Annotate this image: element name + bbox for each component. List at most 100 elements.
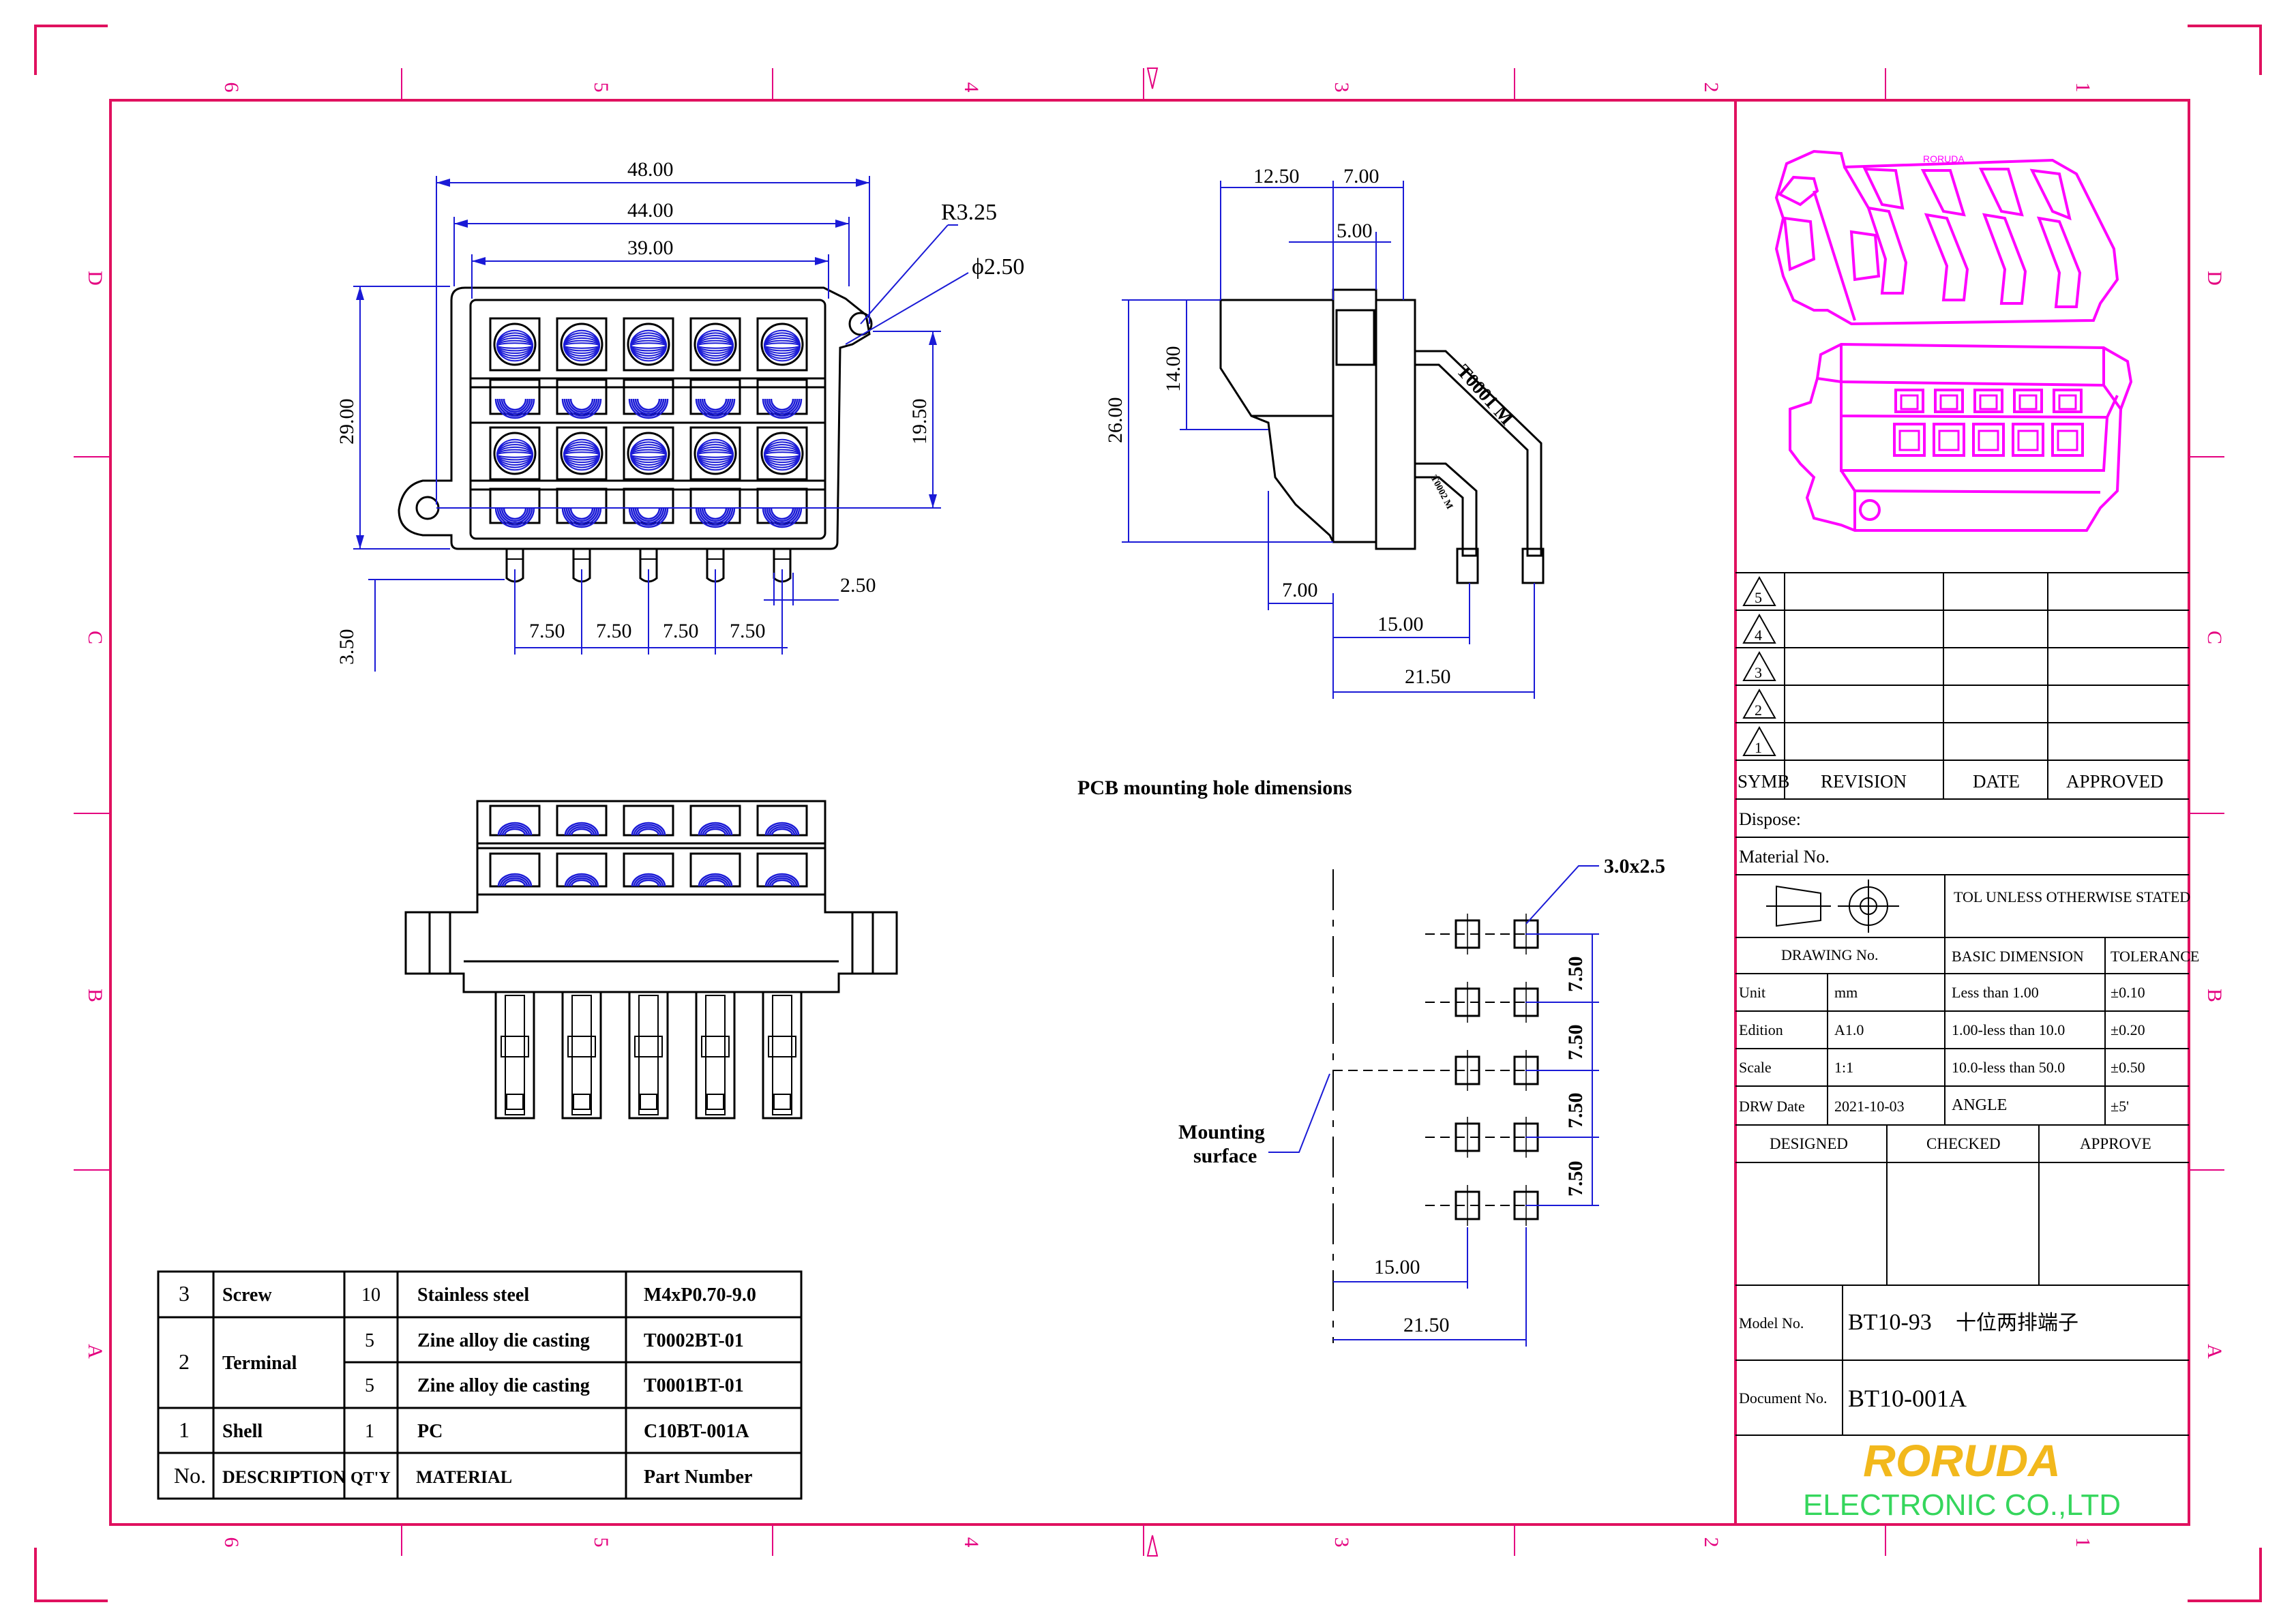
zone-labels: 6 5 4 3 2 1 6 5 4 3 2 1 D C B A D C B A (84, 82, 2226, 1548)
bom-mat-zinc-a: Zine alloy die casting (417, 1330, 590, 1351)
screw-head (489, 378, 541, 419)
dim-1250: 12.50 (1253, 165, 1300, 187)
drw-date-value: 2021-10-03 (1834, 1098, 1905, 1115)
bom-no-1: 1 (179, 1417, 190, 1442)
document-no-value: BT10-001A (1848, 1385, 1967, 1412)
bom-header-part: Part Number (644, 1467, 752, 1488)
zone-letter-left-a: A (84, 1344, 106, 1359)
front-dim-text: 48.00 44.00 39.00 R3.25 ϕ2.50 29.00 19.5… (336, 158, 1024, 665)
basic-dimension-label: BASIC DIMENSION (1952, 948, 2084, 965)
front-screw-cells (489, 317, 808, 528)
zone-letter-left-b: B (84, 989, 106, 1002)
pcb-layout (1268, 865, 1599, 1347)
zone-ticks (74, 68, 2224, 1556)
isometric-view-bottom (1789, 342, 2133, 532)
mounting-label-1: Mounting (1178, 1121, 1265, 1143)
pcb-dim-1500: 15.00 (1374, 1256, 1420, 1278)
zone-num-bot-6: 6 (220, 1537, 243, 1548)
pcb-title: PCB mounting hole dimensions (1077, 777, 1352, 799)
unit-label: Unit (1739, 984, 1765, 1001)
screw-head (756, 487, 808, 528)
rev-symbol-5: 5 (1755, 589, 1762, 606)
pcb-pitch-2: 7.50 (1564, 1025, 1587, 1061)
isometric-view-top: RORUDA (1774, 149, 2119, 326)
rev-symbol-2: 2 (1755, 702, 1762, 719)
bom-desc-terminal: Terminal (222, 1353, 297, 1374)
scale-value: 1:1 (1834, 1059, 1853, 1076)
rev-header-symb: SYMB (1738, 771, 1790, 792)
tol-note: TOL UNLESS OTHERWISE STATED (1954, 888, 2190, 905)
dim-1950: 19.50 (908, 399, 931, 445)
terminal-window (623, 805, 674, 837)
dim-250: 2.50 (840, 574, 876, 597)
mount-hole-left (415, 496, 440, 520)
document-no-label: Document No. (1739, 1390, 1828, 1407)
pcb-hole-size: 3.0x2.5 (1604, 855, 1665, 877)
material-no-label: Material No. (1739, 847, 1830, 867)
zone-num-top-5: 5 (590, 82, 612, 93)
pcb-hole (1455, 1050, 1480, 1091)
tol-range-2: 1.00-less than 10.0 (1952, 1021, 2065, 1038)
pcb-hole (1455, 914, 1480, 955)
pitch-2: 7.50 (596, 620, 632, 642)
tolerance-label: TOLERANCE (2111, 948, 2199, 965)
tol-value-angle: ±5' (2111, 1098, 2129, 1115)
bom-part-shell: C10BT-001A (644, 1421, 749, 1442)
terminal-window (556, 852, 608, 888)
revision-triangles (1742, 575, 1776, 756)
drw-date-label: DRW Date (1739, 1098, 1805, 1115)
dim-1400: 14.00 (1162, 346, 1184, 393)
bom-mat-steel: Stainless steel (417, 1285, 529, 1306)
pitch-1: 7.50 (529, 620, 565, 642)
bottom-screw-cells (489, 805, 808, 888)
edition-label: Edition (1739, 1021, 1783, 1038)
rev-symbol-4: 4 (1755, 627, 1762, 644)
tol-range-angle: ANGLE (1952, 1096, 2007, 1114)
scale-label: Scale (1739, 1059, 1772, 1076)
screw-head (623, 487, 674, 528)
front-view (398, 286, 873, 583)
zone-num-bot-5: 5 (590, 1537, 612, 1548)
mounting-label-2: surface (1193, 1145, 1257, 1167)
rev-symbol-3: 3 (1755, 664, 1762, 681)
terminal-window (489, 805, 541, 837)
model-chinese-name: 十位两排端子 (1956, 1312, 2078, 1334)
screw-head (556, 487, 608, 528)
bom-header-material: MATERIAL (416, 1467, 512, 1487)
pitch-3: 7.50 (663, 620, 699, 642)
bottom-flange (404, 893, 898, 993)
iso-logo-mark: RORUDA (1923, 153, 1965, 164)
screw-head (623, 317, 674, 372)
bom-mat-zinc-b: Zine alloy die casting (417, 1375, 590, 1396)
screw-head (556, 317, 608, 372)
zone-num-bot-1: 1 (2072, 1537, 2094, 1548)
bom-header-no: No. (174, 1463, 206, 1488)
model-no-value: BT10-93 (1848, 1310, 1932, 1335)
screw-head (756, 378, 808, 419)
zone-num-bot-3: 3 (1330, 1537, 1353, 1548)
zone-letter-left-c: C (84, 631, 106, 644)
screw-head (689, 487, 741, 528)
dim-500: 5.00 (1337, 220, 1373, 242)
screw-head (689, 426, 741, 481)
rev-symbol-1: 1 (1755, 739, 1762, 756)
pcb-hole (1455, 982, 1480, 1023)
zone-num-bot-2: 2 (1700, 1537, 1723, 1548)
bom-text: 3 Screw 10 Stainless steel M4xP0.70-9.0 … (174, 1281, 756, 1488)
terminal-window (689, 805, 741, 837)
terminal-short (1414, 462, 1478, 557)
side-dimensions (1122, 181, 1535, 699)
bom-table (157, 1270, 803, 1500)
pitch-4: 7.50 (730, 620, 766, 642)
side-dim-text: 12.50 7.00 5.00 14.00 26.00 7.00 15.00 2… (1104, 165, 1451, 688)
zone-num-top-1: 1 (2072, 82, 2094, 93)
edition-value: A1.0 (1834, 1021, 1864, 1038)
terminal-window (756, 852, 808, 888)
screw-head (556, 426, 608, 481)
rev-header-approved: APPROVED (2066, 771, 2164, 792)
pcb-hole (1455, 1117, 1480, 1158)
screw-head (689, 317, 741, 372)
screw-head (756, 426, 808, 481)
tol-range-1: Less than 1.00 (1952, 984, 2039, 1001)
